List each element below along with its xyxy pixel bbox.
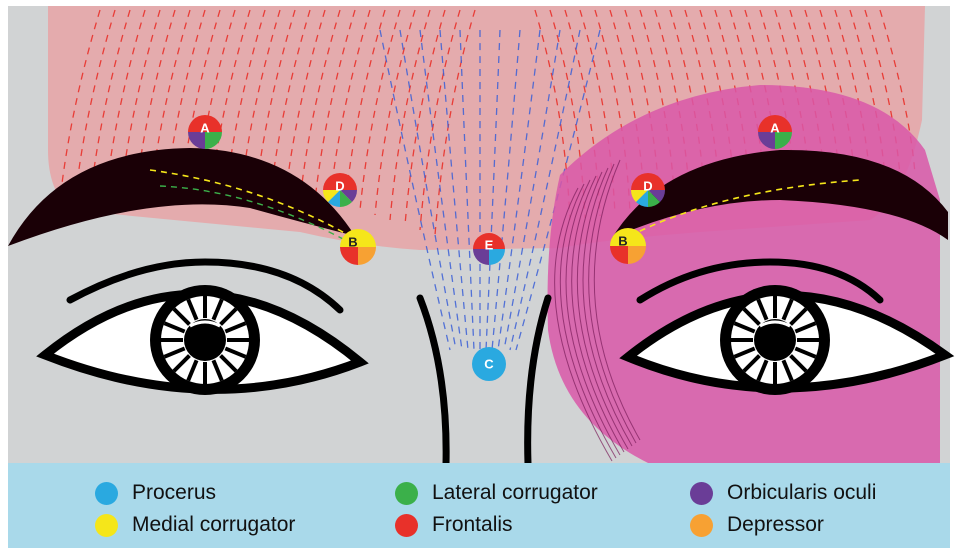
legend-item-medial-corrugator: Medial corrugator bbox=[95, 513, 295, 537]
legend-label-orbicularis-oculi: Orbicularis oculi bbox=[727, 481, 876, 505]
legend-label-procerus: Procerus bbox=[132, 481, 216, 505]
injection-point-right-d: D bbox=[631, 173, 665, 207]
legend-item-frontalis: Frontalis bbox=[395, 513, 513, 537]
injection-point-right-b: B bbox=[610, 228, 646, 264]
injection-point-center-e: E bbox=[473, 233, 505, 265]
legend-item-depressor: Depressor bbox=[690, 513, 824, 537]
orbicularis-oculi-swatch bbox=[690, 482, 713, 505]
injection-point-left-b: B bbox=[340, 229, 376, 265]
legend-label-medial-corrugator: Medial corrugator bbox=[132, 513, 295, 537]
injection-point-label: A bbox=[770, 120, 780, 135]
injection-point-left-d: D bbox=[323, 173, 357, 207]
procerus-swatch bbox=[95, 482, 118, 505]
medial-corrugator-swatch bbox=[95, 514, 118, 537]
injection-point-label: B bbox=[618, 233, 627, 248]
injection-point-center-c: C bbox=[472, 347, 506, 381]
legend-label-frontalis: Frontalis bbox=[432, 513, 513, 537]
injection-point-right-a: A bbox=[758, 115, 792, 149]
injection-point-left-a: A bbox=[188, 115, 222, 149]
injection-point-label: C bbox=[484, 356, 494, 371]
frontalis-swatch bbox=[395, 514, 418, 537]
legend-label-lateral-corrugator: Lateral corrugator bbox=[432, 481, 598, 505]
injection-point-label: E bbox=[485, 237, 494, 252]
legend-item-orbicularis-oculi: Orbicularis oculi bbox=[690, 481, 876, 505]
injection-point-label: A bbox=[200, 120, 210, 135]
depressor-swatch bbox=[690, 514, 713, 537]
legend-item-lateral-corrugator: Lateral corrugator bbox=[395, 481, 598, 505]
legend-item-procerus: Procerus bbox=[95, 481, 216, 505]
lateral-corrugator-swatch bbox=[395, 482, 418, 505]
injection-point-label: B bbox=[348, 234, 357, 249]
muscle-legend: Procerus Lateral corrugator Orbicularis … bbox=[8, 463, 950, 548]
injection-point-label: D bbox=[643, 178, 652, 193]
injection-point-label: D bbox=[335, 178, 344, 193]
legend-label-depressor: Depressor bbox=[727, 513, 824, 537]
